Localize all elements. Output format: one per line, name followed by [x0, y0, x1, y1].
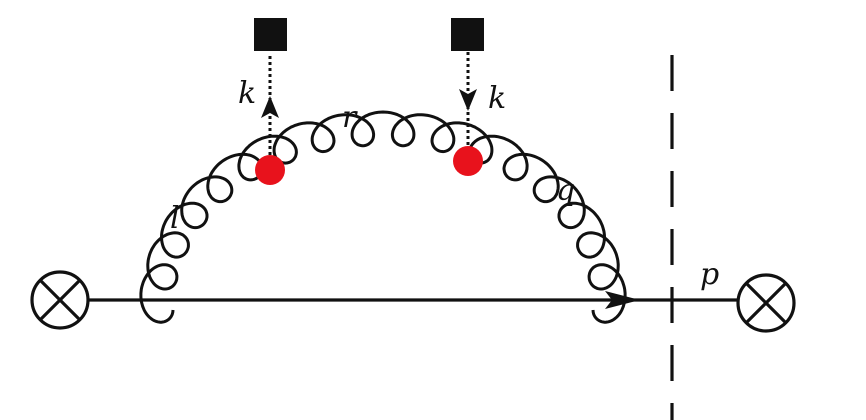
- quark-arrow-icon: [605, 291, 640, 309]
- label-k-right: k: [488, 81, 506, 116]
- arrow-up-icon: [261, 96, 279, 118]
- gluon-loop: [139, 110, 627, 324]
- label-k-left: k: [238, 76, 256, 111]
- right-operator-icon: [736, 273, 796, 333]
- source-square-right-icon: [451, 18, 484, 51]
- source-square-left-icon: [254, 18, 287, 51]
- arrow-down-icon: [459, 89, 477, 111]
- label-l: l: [170, 201, 180, 236]
- vertex-dot-right: [453, 146, 483, 176]
- left-operator-icon: [30, 270, 90, 330]
- vertex-dot-left: [255, 155, 285, 185]
- label-p: p: [700, 257, 719, 292]
- label-r: r: [342, 100, 358, 135]
- label-q: q: [556, 173, 575, 208]
